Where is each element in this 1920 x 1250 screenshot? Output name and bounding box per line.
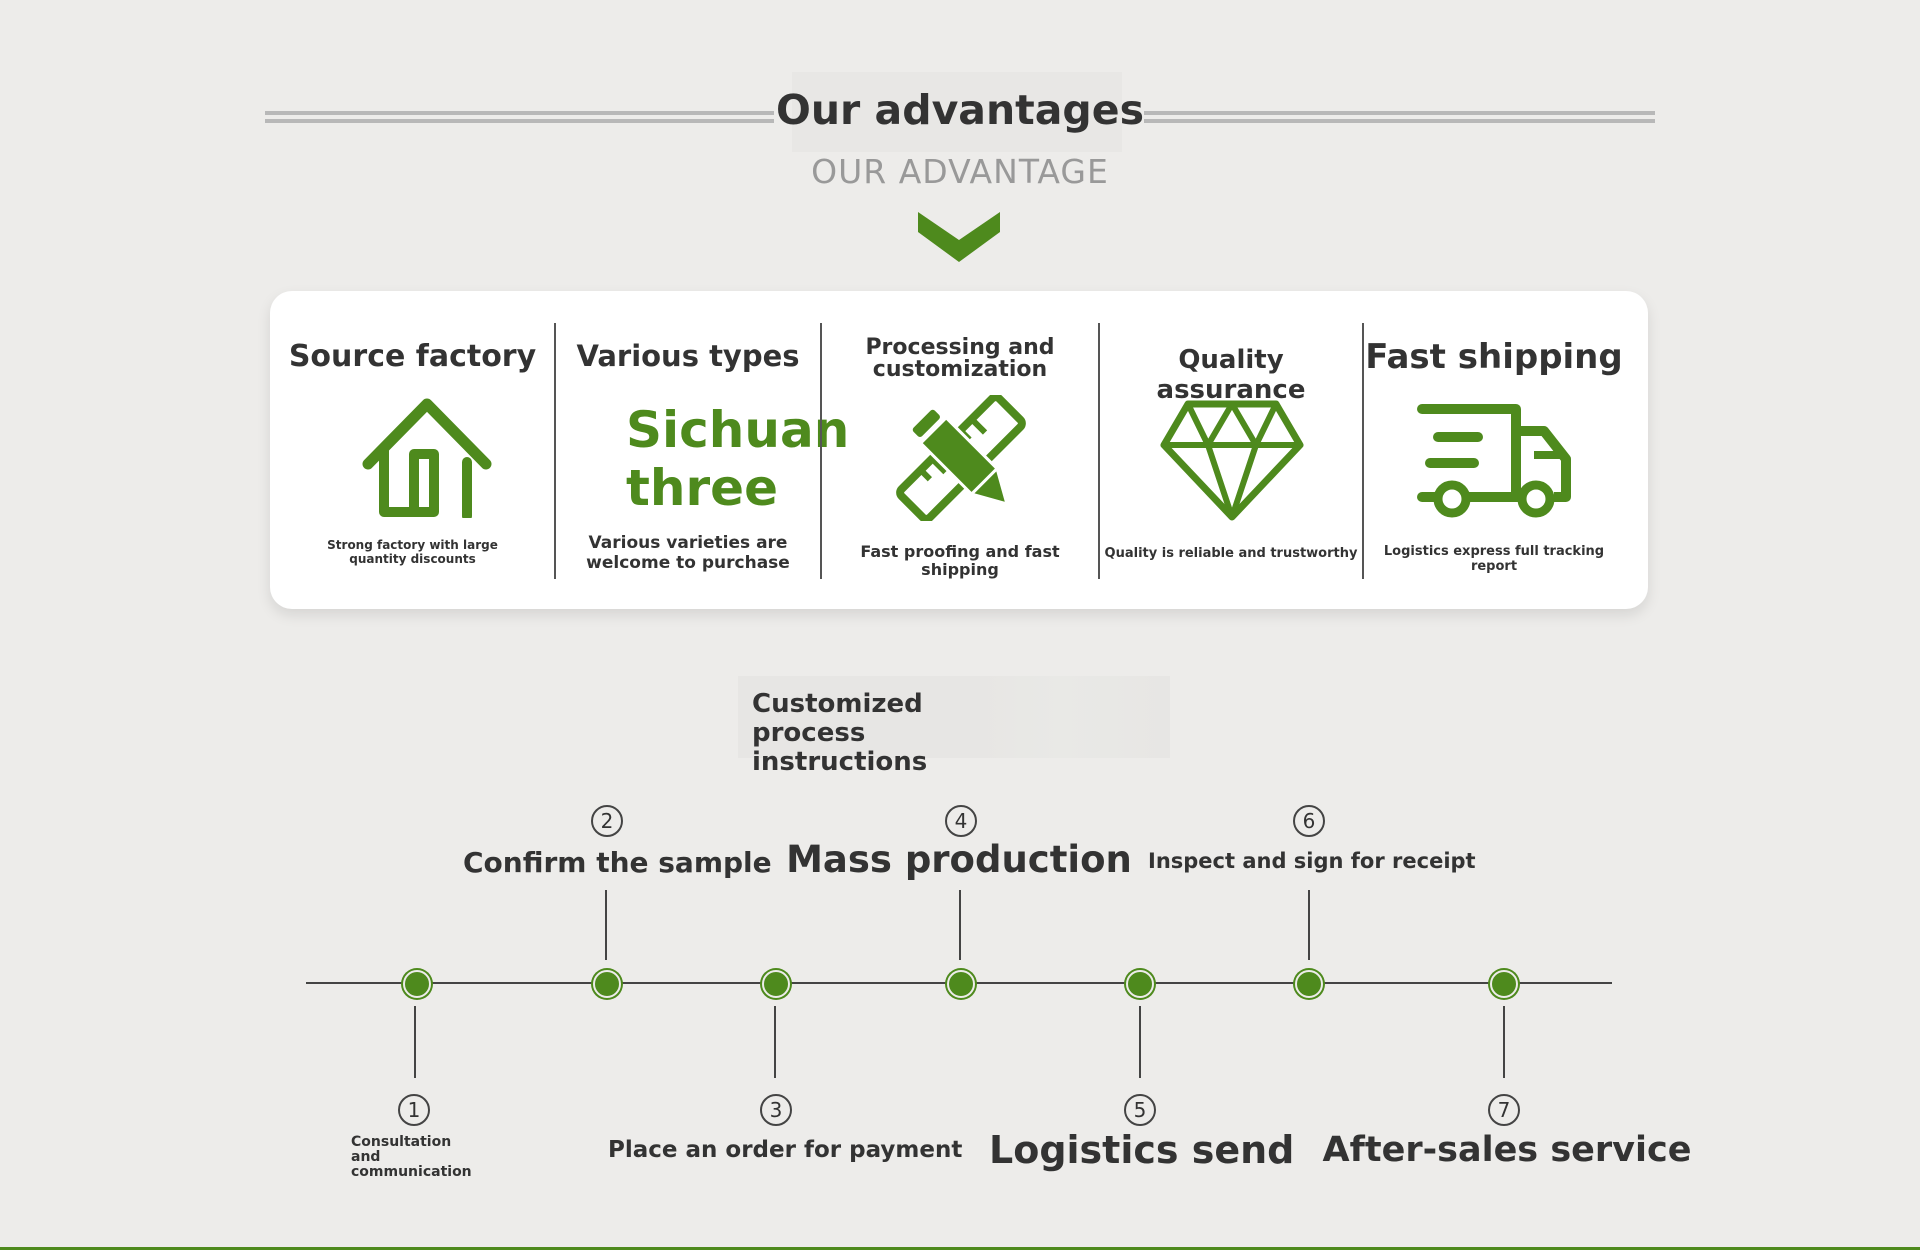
step-label: Mass production (786, 838, 1132, 881)
timeline-dot (403, 970, 431, 998)
step-number: 2 (591, 805, 623, 837)
process-title-backdrop (738, 676, 1170, 758)
timeline-dot (593, 970, 621, 998)
footer-accent-line (0, 1247, 1920, 1250)
advantage-desc: Quality is reliable and trustworthy (1104, 546, 1358, 561)
timeline-dot (762, 970, 790, 998)
step-label: Place an order for payment (608, 1137, 963, 1163)
column-divider (1362, 323, 1364, 579)
step-label: Consultation and communication (351, 1134, 472, 1180)
step-number: 7 (1488, 1094, 1520, 1126)
pencil-ruler-icon (896, 395, 1026, 521)
step-number: 6 (1293, 805, 1325, 837)
connector-line (605, 890, 607, 960)
advantage-title: Processing and customization (865, 335, 1055, 382)
connector-line (959, 890, 961, 960)
house-icon (362, 398, 492, 518)
advantage-processing: Processing and customization Fast proofi… (822, 291, 1098, 609)
advantage-title: Quality assurance (1156, 345, 1306, 405)
title-backdrop (792, 72, 1122, 152)
advantage-desc: Logistics express full tracking report (1383, 544, 1605, 574)
connector-line (1308, 890, 1310, 960)
header-rule-left (265, 111, 774, 123)
advantage-fast-shipping: Fast shipping Logistics express full tra… (1364, 291, 1624, 609)
advantage-title: Fast shipping (1365, 337, 1623, 377)
advantages-card: Source factory Strong factory with large… (270, 291, 1648, 609)
advantage-desc: Strong factory with large quantity disco… (327, 538, 498, 566)
step-number: 4 (945, 805, 977, 837)
page-title: Our advantages (776, 86, 1144, 134)
step-label: Logistics send (989, 1128, 1295, 1172)
header-rule-right (1144, 111, 1655, 123)
advantage-title: Various types (576, 339, 800, 373)
connector-line (1503, 1006, 1505, 1078)
delivery-truck-icon (1417, 404, 1571, 518)
column-divider (1098, 323, 1100, 579)
advantage-various-types: Various types Sichuan three Various vari… (556, 291, 849, 609)
step-number: 5 (1124, 1094, 1156, 1126)
advantage-source-factory: Source factory Strong factory with large… (270, 291, 555, 609)
advantage-title: Source factory (288, 339, 537, 374)
step-number: 3 (760, 1094, 792, 1126)
connector-line (774, 1006, 776, 1078)
step-number: 1 (398, 1094, 430, 1126)
column-divider (554, 323, 556, 579)
advantage-desc: Various varieties are welcome to purchas… (586, 533, 790, 573)
timeline-dot (1126, 970, 1154, 998)
step-label: Confirm the sample (463, 846, 772, 879)
timeline-dot (947, 970, 975, 998)
step-label: Inspect and sign for receipt (1148, 849, 1476, 873)
diamond-icon (1160, 400, 1304, 521)
process-title: Customized process instructions (752, 689, 928, 777)
chevron-down-icon (918, 212, 1000, 262)
advantage-desc: Fast proofing and fast shipping (860, 542, 1060, 580)
timeline-dot (1490, 970, 1518, 998)
highlight-text: Sichuan three (626, 401, 850, 517)
connector-line (1139, 1006, 1141, 1078)
advantage-quality: Quality assurance Quality is reliable an… (1100, 291, 1362, 609)
step-label: After-sales service (1322, 1130, 1692, 1170)
page-subtitle: OUR ADVANTAGE (811, 152, 1109, 191)
column-divider (820, 323, 822, 579)
connector-line (414, 1006, 416, 1078)
timeline-dot (1295, 970, 1323, 998)
